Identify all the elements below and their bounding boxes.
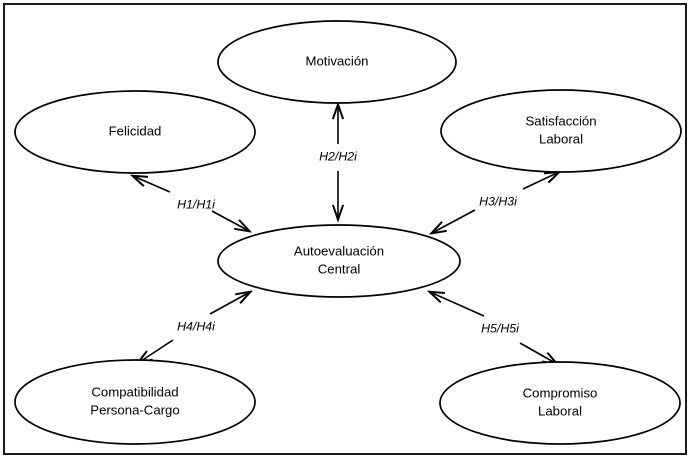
node-motivacion-label-line1: Motivación: [305, 53, 368, 68]
edge-h1-segment-1: [211, 210, 249, 231]
edge-h4-segment-0: [209, 292, 250, 315]
node-felicidad-label-line1: Felicidad: [109, 123, 162, 138]
node-compatibilidad-label-line1: Compatibilidad: [91, 384, 178, 399]
node-autoevaluacion-label-line1: Autoevaluación: [294, 243, 384, 258]
node-motivacion-ellipse[interactable]: [217, 20, 457, 104]
node-felicidad-ellipse[interactable]: [14, 90, 256, 174]
node-satisfaccion-label-line2: Laboral: [539, 131, 583, 146]
edge-h4: [138, 292, 250, 363]
node-autoevaluacion-label-line2: Central: [318, 261, 361, 276]
node-compromiso-label-line2: Laboral: [538, 403, 582, 418]
edge-h5-segment-0: [430, 292, 485, 317]
edge-h1-segment-0: [133, 176, 171, 193]
node-satisfaccion-ellipse[interactable]: [440, 89, 682, 173]
nodes-layer: MotivaciónFelicidadSatisfacciónLaboralAu…: [14, 20, 682, 445]
edge-label-h5: H5/H5i: [481, 321, 520, 335]
node-compromiso-label-line1: Compromiso: [523, 385, 598, 400]
edge-label-h3: H3/H3i: [479, 194, 518, 208]
edge-h5: [430, 292, 557, 364]
edge-h3-segment-1: [432, 209, 476, 233]
edge-h3: [432, 172, 559, 233]
node-felicidad[interactable]: Felicidad: [14, 90, 256, 174]
node-motivacion[interactable]: Motivación: [217, 20, 457, 104]
node-compatibilidad-ellipse[interactable]: [14, 359, 256, 445]
node-compromiso-ellipse[interactable]: [439, 361, 681, 445]
node-compatibilidad-label-line2: Persona-Cargo: [90, 402, 179, 417]
node-satisfaccion-label-line1: Satisfacción: [525, 113, 596, 128]
edge-label-h1: H1/H1i: [177, 197, 216, 211]
edge-h4-segment-1: [138, 339, 174, 363]
edge-h1: [133, 176, 249, 231]
edge-h5-segment-1: [519, 342, 557, 364]
node-autoevaluacion-ellipse[interactable]: [217, 224, 461, 298]
edge-label-h2: H2/H2i: [319, 149, 358, 163]
edge-label-h4: H4/H4i: [177, 319, 216, 333]
edges-layer: [133, 105, 559, 364]
edge-h3-segment-0: [522, 172, 559, 190]
